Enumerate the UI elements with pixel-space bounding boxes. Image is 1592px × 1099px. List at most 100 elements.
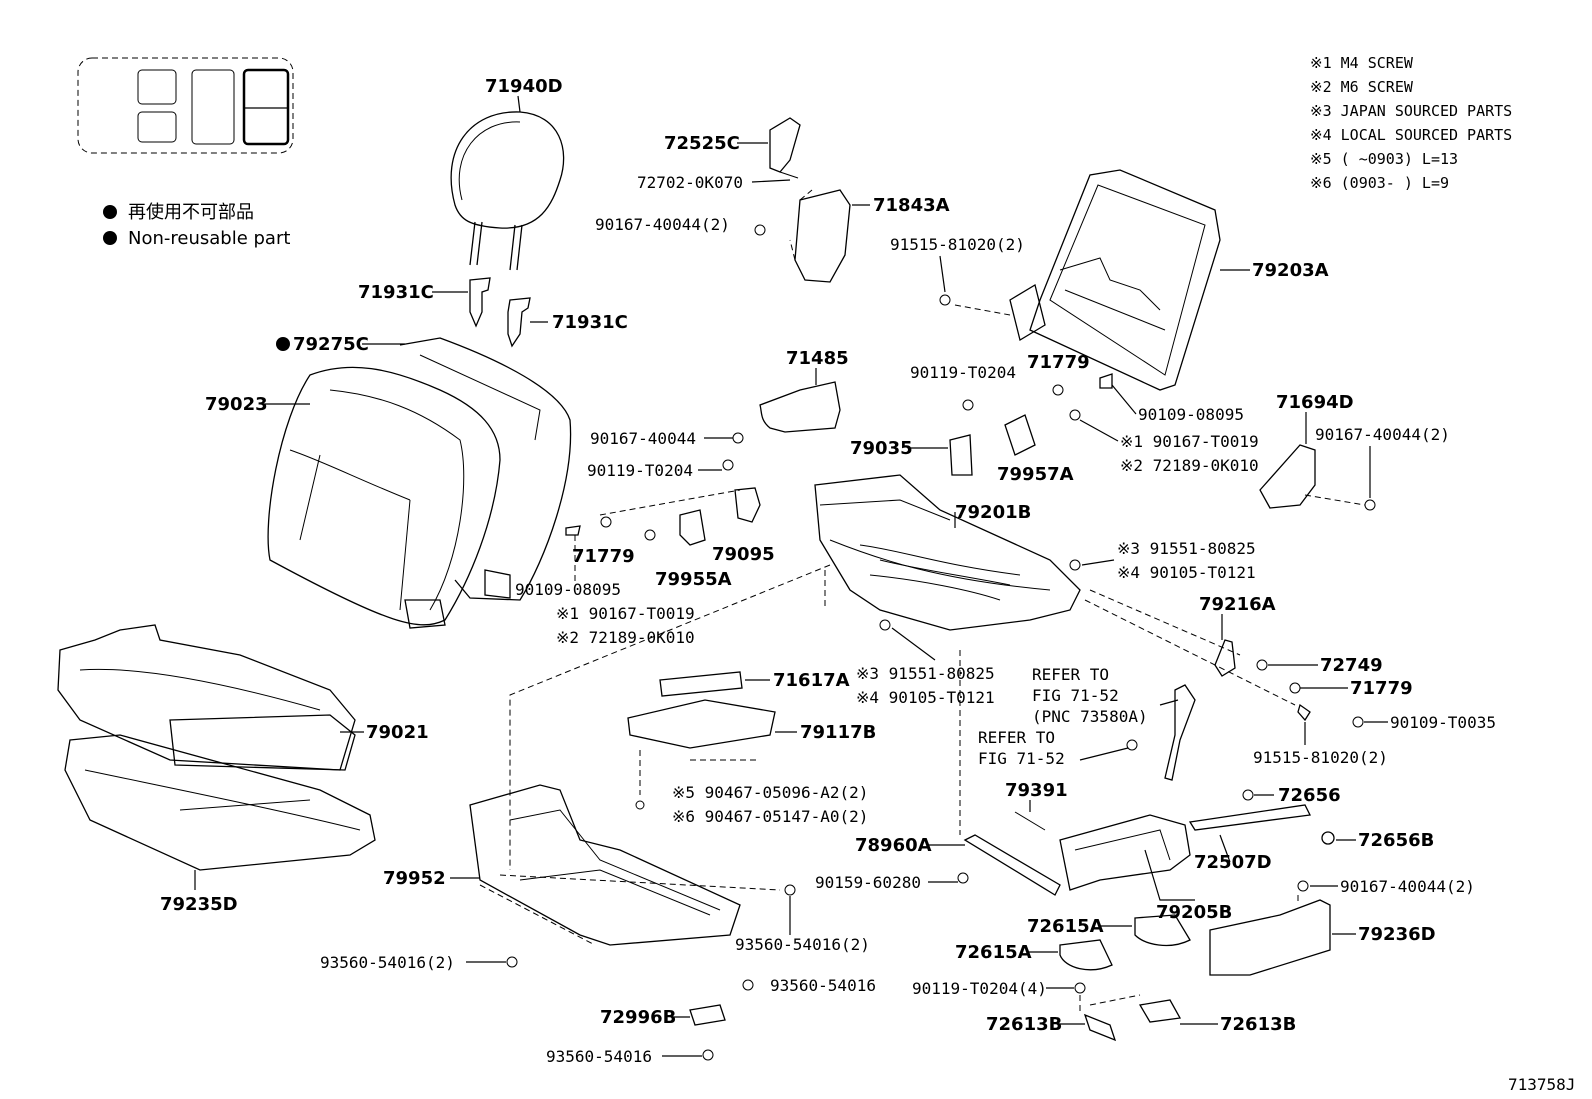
label-71931C-b: 71931C — [552, 312, 628, 333]
note-4: ※4 LOCAL SOURCED PARTS — [1310, 126, 1512, 144]
seatbelt-buckle-drawing — [1126, 684, 1196, 781]
label-79035: 79035 — [850, 438, 913, 459]
label-90119-T0204-a: 90119-T0204 — [587, 461, 693, 480]
label-93560-a: 93560-54016 — [770, 976, 876, 995]
legend-dot-icon — [103, 231, 117, 245]
label-72507D: 72507D — [1194, 852, 1272, 873]
label-refer1c: (PNC 73580A) — [1032, 707, 1148, 726]
label-90159: 90159-60280 — [815, 873, 921, 892]
label-90167-40044-2a: 90167-40044(2) — [595, 215, 730, 234]
label-90467-a: ※5 90467-05096-A2(2) — [672, 783, 868, 802]
rod-drawing — [957, 650, 1061, 896]
note-3: ※3 JAPAN SOURCED PARTS — [1310, 102, 1512, 120]
label-79023: 79023 — [205, 394, 268, 415]
clip-72996B-drawing — [689, 1004, 726, 1061]
label-71779-a: 71779 — [572, 546, 635, 567]
label-79203A: 79203A — [1252, 260, 1329, 281]
seatback-frame-drawing — [939, 169, 1221, 391]
note-1: ※1 M4 SCREW — [1310, 54, 1414, 72]
note-2: ※2 M6 SCREW — [1310, 78, 1414, 96]
label-72613B-b: 72613B — [1220, 1014, 1296, 1035]
label-90167-T0019-a: ※1 90167-T0019 — [556, 604, 695, 623]
cover-71485-drawing — [759, 381, 841, 433]
label-78960A: 78960A — [855, 835, 932, 856]
legend: 再使用不可部品 Non-reusable part — [103, 202, 290, 249]
label-79275C: 79275C — [293, 334, 369, 355]
label-refer1b: FIG 71-52 — [1032, 686, 1119, 705]
label-refer1: REFER TO — [1032, 665, 1109, 684]
label-90167-40044-a: 90167-40044 — [590, 429, 696, 448]
label-71694D: 71694D — [1276, 392, 1354, 413]
label-refer2: REFER TO — [978, 728, 1055, 747]
label-71940D: 71940D — [485, 76, 563, 97]
label-71485: 71485 — [786, 348, 849, 369]
non-reusable-dot-icon — [276, 337, 290, 351]
label-90167-40044-2c: 90167-40044(2) — [1340, 877, 1475, 896]
label-refer2b: FIG 71-52 — [978, 749, 1065, 768]
label-91515-81020-2b: 91515-81020(2) — [1253, 748, 1388, 767]
seat-locator — [77, 57, 294, 154]
notes: ※1 M4 SCREW ※2 M6 SCREW ※3 JAPAN SOURCED… — [1310, 54, 1512, 192]
label-79955A: 79955A — [655, 569, 732, 590]
cushion-frame-drawing — [814, 474, 1081, 631]
label-79236D: 79236D — [1358, 924, 1436, 945]
label-91515-81020-2a: 91515-81020(2) — [890, 235, 1025, 254]
recliner-drawing — [1059, 789, 1335, 891]
note-5: ※5 ( ~0903) L=13 — [1310, 150, 1458, 168]
label-79201B: 79201B — [955, 502, 1031, 523]
label-79021: 79021 — [366, 722, 429, 743]
legend-en: Non-reusable part — [128, 228, 290, 249]
label-71779-c: 71779 — [1350, 678, 1413, 699]
label-90105-T0121-b: ※4 90105-T0121 — [856, 688, 995, 707]
label-93560-2a: 93560-54016(2) — [320, 953, 455, 972]
figure-id: 713758J — [1508, 1075, 1575, 1094]
label-90105-T0121-a: ※4 90105-T0121 — [1117, 563, 1256, 582]
label-79235D: 79235D — [160, 894, 238, 915]
label-90467-b: ※6 90467-05147-A0(2) — [672, 807, 868, 826]
label-91551-80825-b: ※3 91551-80825 — [856, 664, 995, 683]
headrest-drawing — [450, 111, 565, 271]
label-79957A: 79957A — [997, 464, 1074, 485]
seatback-drawing — [267, 337, 572, 629]
mid-fasteners-drawing — [949, 373, 1113, 476]
side-cover-drawing — [1209, 880, 1331, 976]
label-90119-T0204-b: 90119-T0204 — [910, 363, 1016, 382]
label-72525C: 72525C — [664, 133, 740, 154]
pads-drawing — [627, 671, 776, 810]
label-71843A: 71843A — [873, 195, 950, 216]
hinge-bracket-drawing — [754, 117, 851, 283]
label-90109-T0035: 90109-T0035 — [1390, 713, 1496, 732]
brackets-72613B-drawing — [1074, 982, 1182, 1042]
label-72189-a: ※2 72189-0K010 — [556, 628, 695, 647]
label-71931C-a: 71931C — [358, 282, 434, 303]
label-91551-80825-a: ※3 91551-80825 — [1117, 539, 1256, 558]
label-93560-2b: 93560-54016(2) — [735, 935, 870, 954]
label-72702: 72702-0K070 — [637, 173, 743, 192]
label-79205B: 79205B — [1156, 902, 1232, 923]
label-71779-b: 71779 — [1027, 352, 1090, 373]
label-90109-08095-b: 90109-08095 — [1138, 405, 1244, 424]
tray-79952-drawing — [469, 784, 796, 991]
right-bracket-drawing — [1084, 589, 1364, 728]
bracket-71694D-drawing — [1259, 444, 1376, 511]
caps-drawing — [1059, 914, 1191, 971]
label-90109-08095-a: 90109-08095 — [515, 580, 621, 599]
label-72613B-a: 72613B — [986, 1014, 1062, 1035]
label-72615A-b: 72615A — [955, 942, 1032, 963]
label-79391: 79391 — [1005, 780, 1068, 801]
label-72749: 72749 — [1320, 655, 1383, 676]
legend-dot-icon — [103, 205, 117, 219]
label-79952: 79952 — [383, 868, 446, 889]
label-90119-T0204-4: 90119-T0204(4) — [912, 979, 1047, 998]
label-79216A: 79216A — [1199, 594, 1276, 615]
headrest-guides — [469, 277, 531, 348]
left-fasteners-drawing — [565, 432, 761, 546]
label-72189-b: ※2 72189-0K010 — [1120, 456, 1259, 475]
label-72996B: 72996B — [600, 1007, 676, 1028]
label-90167-40044-2b: 90167-40044(2) — [1315, 425, 1450, 444]
legend-jp: 再使用不可部品 — [128, 202, 254, 223]
label-72656B: 72656B — [1358, 830, 1434, 851]
label-90167-T0019-b: ※1 90167-T0019 — [1120, 432, 1259, 451]
